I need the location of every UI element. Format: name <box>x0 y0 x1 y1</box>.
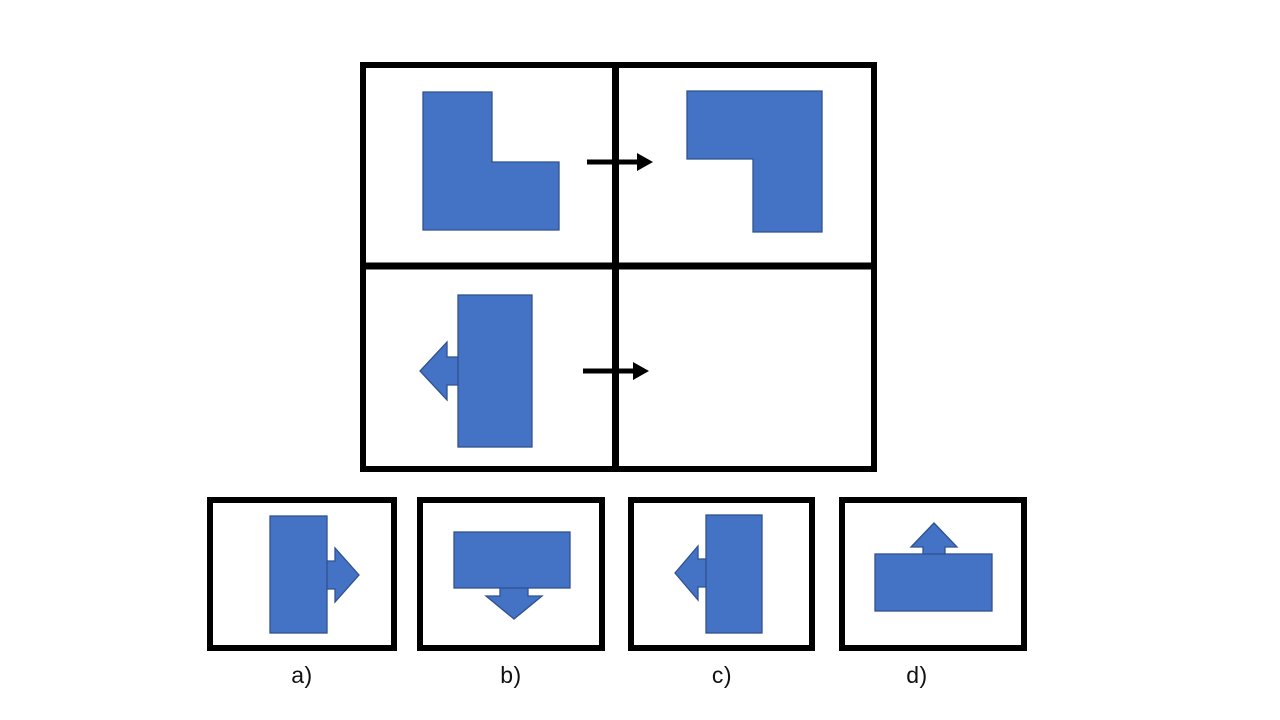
option-c-border[interactable] <box>628 497 815 651</box>
option-a-label: a) <box>291 662 313 688</box>
left-arrow-icon <box>674 544 709 602</box>
cell-top-right-l-shape-rotated <box>686 90 823 233</box>
option-c-rect-left-arrow <box>674 514 763 634</box>
option-a-border[interactable] <box>207 497 397 651</box>
vertical-rectangle <box>705 514 763 634</box>
option-b-label: b) <box>500 662 522 688</box>
down-arrow-icon <box>484 585 544 620</box>
option-c-label: c) <box>711 662 733 688</box>
up-arrow-icon <box>909 522 959 557</box>
arrow-head <box>637 153 653 171</box>
vertical-rectangle <box>457 294 533 448</box>
option-c-box[interactable] <box>628 497 815 651</box>
horizontal-rectangle <box>453 531 571 589</box>
option-a-rect-right-arrow <box>269 515 360 634</box>
bottom-right-arrow-icon <box>583 362 649 380</box>
option-b-border[interactable] <box>417 497 605 651</box>
vertical-rectangle <box>269 515 328 634</box>
option-b-box[interactable] <box>417 497 605 651</box>
option-d-box[interactable] <box>839 497 1027 651</box>
option-d-rect-up-arrow <box>874 522 993 612</box>
option-d-border[interactable] <box>839 497 1027 651</box>
right-arrow-icon <box>324 546 360 604</box>
arrow-head <box>633 362 649 380</box>
top-right-arrow-icon <box>587 153 653 171</box>
horizontal-rectangle <box>874 553 993 612</box>
option-b-rect-down-arrow <box>453 531 571 620</box>
cell-bottom-left-rect-left-arrow <box>419 294 533 448</box>
cell-top-left-l-shape <box>422 91 560 231</box>
question-grid <box>360 62 877 472</box>
left-arrow-icon <box>419 340 461 402</box>
option-a-box[interactable] <box>207 497 397 651</box>
option-d-label: d) <box>906 662 928 688</box>
